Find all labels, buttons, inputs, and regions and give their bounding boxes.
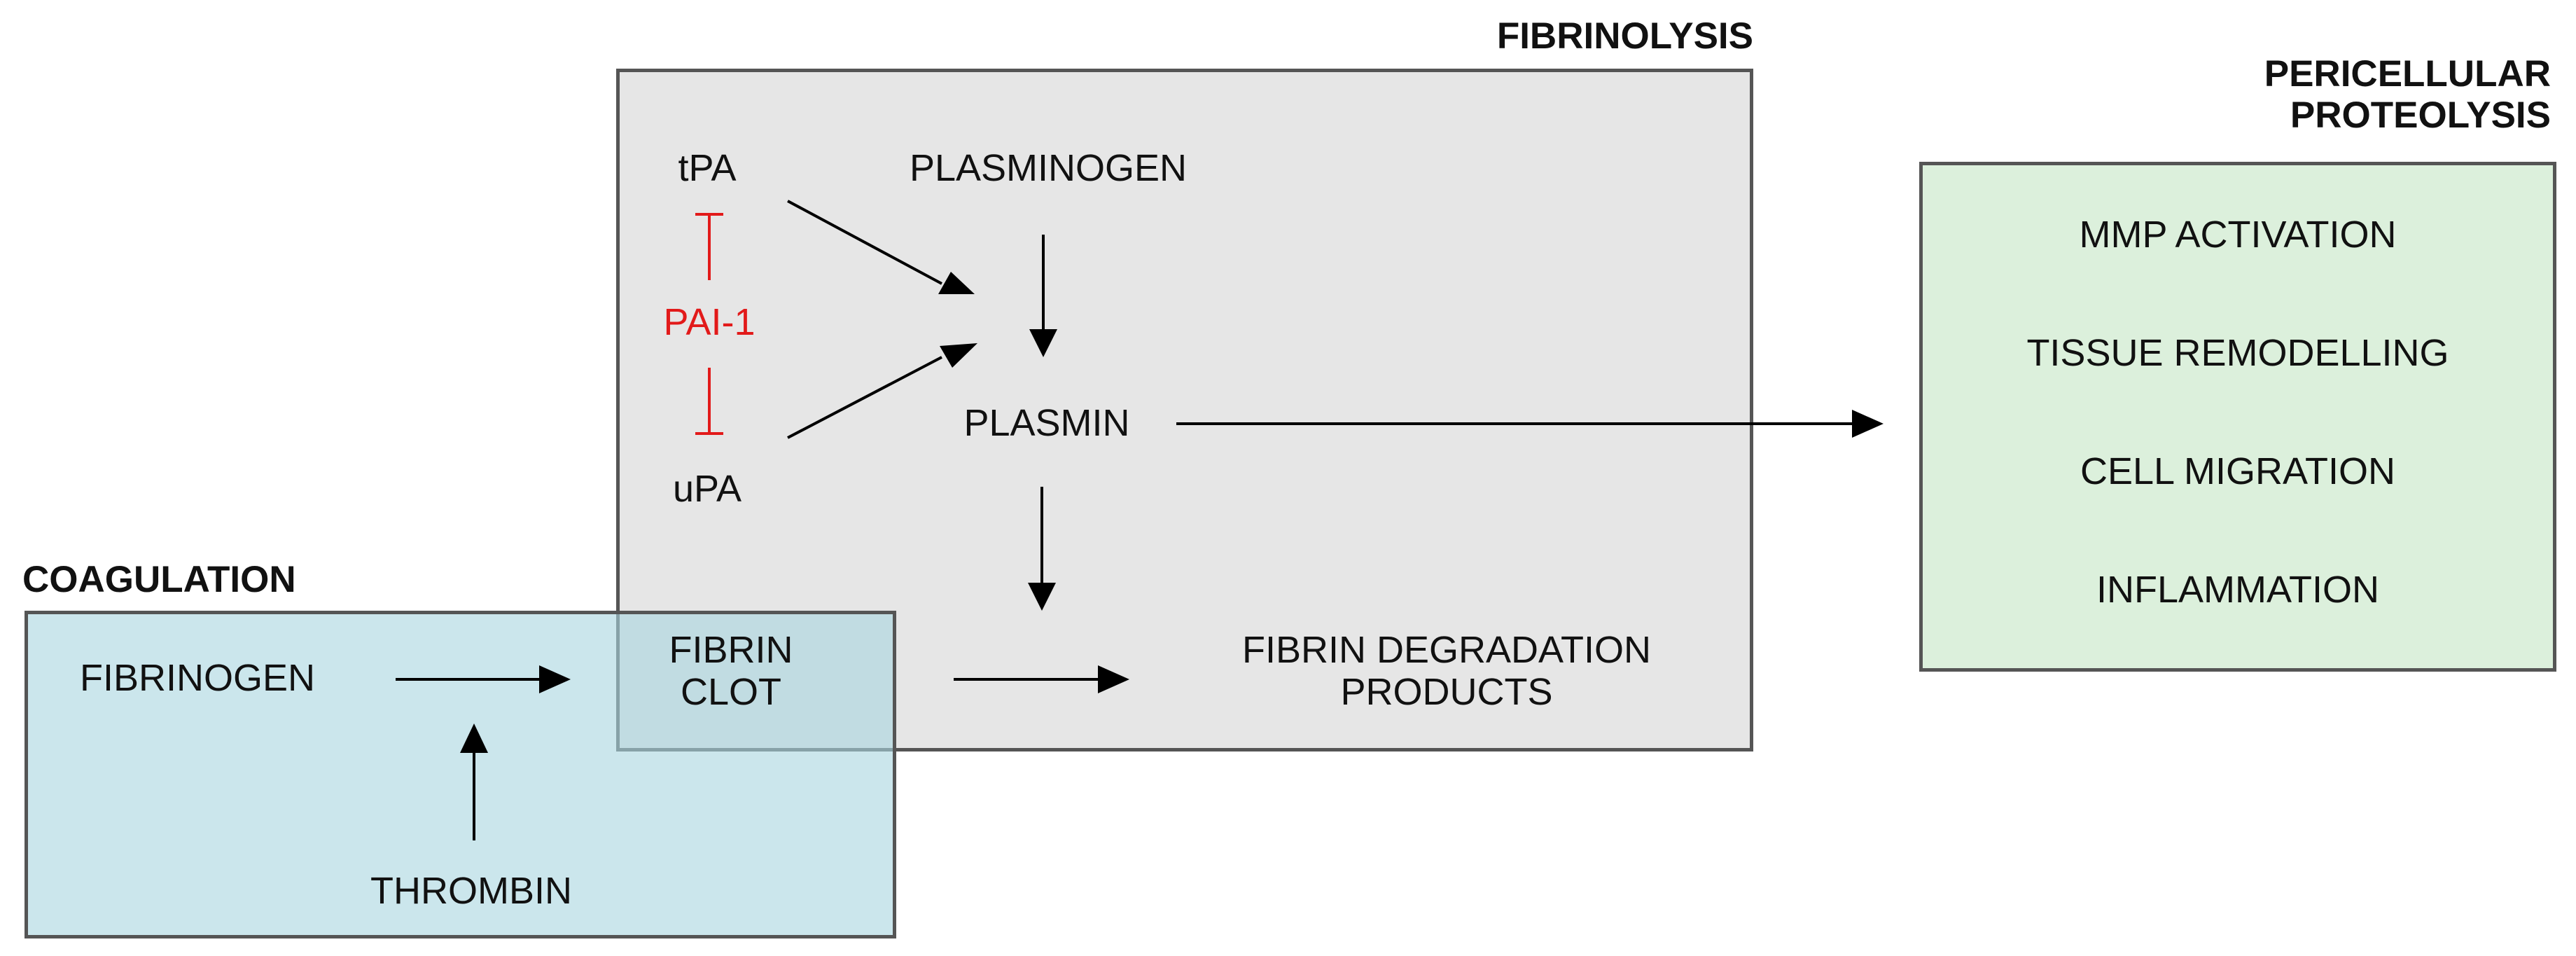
arrowhead-fibrin [1098, 665, 1129, 693]
fibrin-degradation-products-label: FIBRIN DEGRADATION PRODUCTS [1242, 629, 1651, 714]
arrowhead-plasminogen [1029, 329, 1057, 357]
outcome-inflammation: INFLAMMATION [2096, 569, 2379, 611]
outcome-cell-migration: CELL MIGRATION [2080, 450, 2396, 492]
plasmin-label: PLASMIN [963, 402, 1130, 444]
arrowhead-upa [940, 343, 977, 368]
fdp-line2: PRODUCTS [1340, 671, 1553, 714]
arrowhead-thrombin [460, 723, 488, 753]
pericellular-title-line1: PERICELLULAR [2264, 53, 2551, 95]
fibrin-clot-line1: FIBRIN [669, 629, 793, 671]
coagulation-box [25, 611, 896, 938]
arrowhead-fibrinogen [539, 665, 571, 693]
arrowhead-tpa [938, 272, 975, 294]
pericellular-proteolysis-box [1919, 162, 2556, 672]
upa-label: uPA [672, 468, 742, 510]
tpa-label: tPA [678, 147, 737, 189]
fibrin-clot-line2: CLOT [680, 671, 782, 714]
pericellular-proteolysis-title: PERICELLULAR PROTEOLYSIS [2264, 53, 2551, 137]
arrowhead-pericellular [1852, 410, 1884, 438]
plasminogen-label: PLASMINOGEN [909, 147, 1188, 189]
outcome-mmp-activation: MMP ACTIVATION [2079, 214, 2397, 256]
pericellular-title-line2: PROTEOLYSIS [2290, 95, 2551, 137]
arrowhead-plasmin-down [1028, 583, 1056, 611]
thrombin-label: THROMBIN [370, 870, 572, 912]
pai1-label: PAI-1 [663, 301, 756, 343]
coagulation-title: COAGULATION [22, 559, 296, 600]
fibrin-clot-label: FIBRIN CLOT [669, 629, 793, 714]
fibrinolysis-title: FIBRINOLYSIS [1496, 15, 1753, 57]
arrow-tpa-to-plasmin [787, 200, 942, 285]
fibrinogen-label: FIBRINOGEN [79, 657, 316, 699]
fdp-line1: FIBRIN DEGRADATION [1241, 629, 1652, 671]
arrow-upa-to-plasmin [787, 356, 942, 439]
outcome-tissue-remodelling: TISSUE REMODELLING [2026, 332, 2449, 374]
